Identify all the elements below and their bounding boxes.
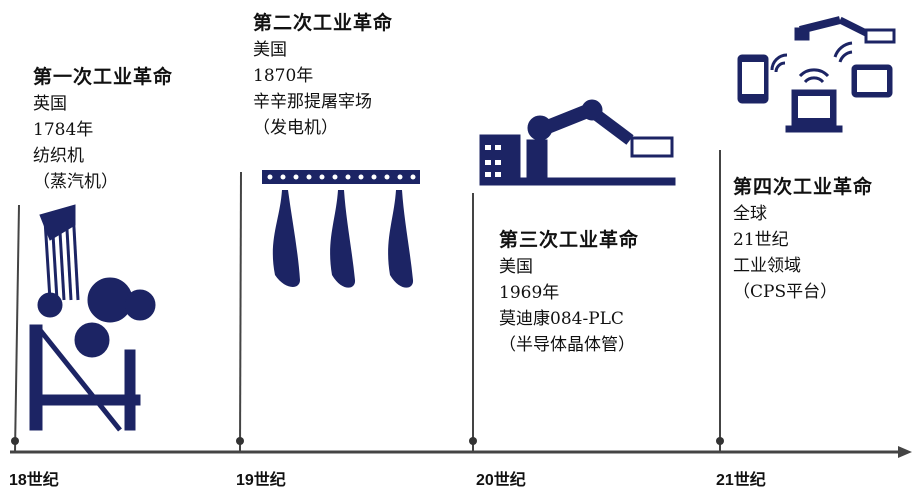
connected-devices-icon [737,16,896,133]
era-label: 21世纪 [716,472,766,489]
revolution-2: 第二次工业革命 美国 1870年 辛辛那提屠宰场 （发电机） [253,9,393,141]
revolution-note: （CPS平台） [733,282,838,302]
revolution-item: 辛辛那提屠宰场 [253,92,372,112]
era-label: 20世纪 [476,472,526,489]
revolution-3: 第三次工业革命 美国 1969年 莫迪康084-PLC （半导体晶体管） [499,226,639,358]
revolution-item: 工业领域 [733,256,801,276]
era-label: 19世纪 [236,472,286,489]
era-label: 18世纪 [9,472,59,489]
revolution-note: （半导体晶体管） [499,335,635,355]
revolution-title: 第四次工业革命 [733,176,874,198]
slaughterhouse-conveyor-icon [262,170,420,288]
revolution-year: 1870年 [253,66,314,86]
revolution-item: 纺织机 [33,146,84,166]
robot-arm-icon [479,99,676,186]
revolution-4: 第四次工业革命 全球 21世纪 工业领域 （CPS平台） [733,173,873,305]
revolution-country: 美国 [253,40,287,60]
revolution-country: 英国 [33,94,67,114]
revolution-year: 21世纪 [733,230,789,250]
revolution-title: 第二次工业革命 [253,12,394,34]
revolution-year: 1969年 [499,283,560,303]
revolution-country: 全球 [733,204,767,224]
timeline-axis [10,150,912,458]
revolution-note: （发电机） [253,118,338,138]
revolution-year: 1784年 [33,120,94,140]
revolution-country: 美国 [499,257,533,277]
revolution-item: 莫迪康084-PLC [499,309,624,329]
revolution-note: （蒸汽机） [33,172,118,192]
revolution-title: 第三次工业革命 [499,229,640,251]
revolution-1: 第一次工业革命 英国 1784年 纺织机 （蒸汽机） [33,63,173,195]
revolution-title: 第一次工业革命 [33,66,174,88]
loom-icon [29,204,156,432]
